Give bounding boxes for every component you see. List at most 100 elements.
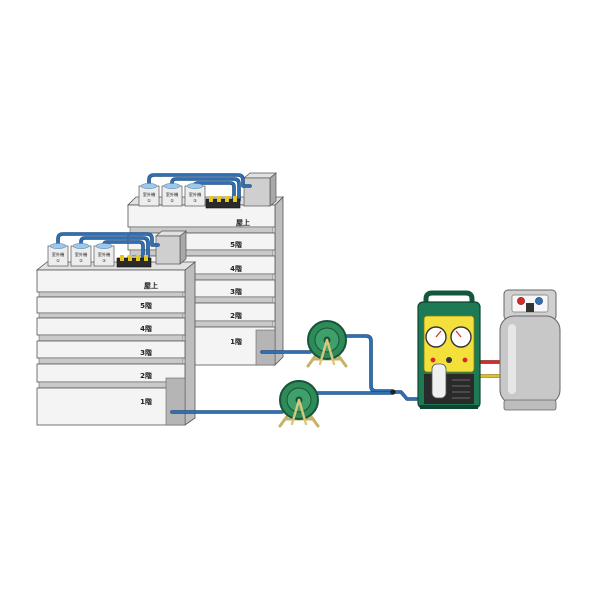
fan-icon <box>186 183 204 189</box>
knob-icon <box>462 357 468 363</box>
knob-icon <box>430 357 436 363</box>
unit-label: 室外機 <box>189 191 202 198</box>
refrigerant-cylinder-icon <box>499 289 561 411</box>
front-manifold <box>116 255 152 268</box>
refrigerant-pipe <box>56 232 160 248</box>
front-floor-2 <box>36 363 186 383</box>
floor-label: 2階 <box>140 371 152 380</box>
front-outdoor-unit-2: 室外機 ② <box>70 243 92 267</box>
joint-valve-icon <box>390 389 396 395</box>
floor-label: 5階 <box>140 301 152 310</box>
floor-label: 屋上 <box>144 281 158 290</box>
fan-icon <box>163 183 181 189</box>
valve <box>233 196 237 202</box>
floor-label: 4階 <box>230 264 242 273</box>
machine-base <box>420 405 478 409</box>
floor-label: 4階 <box>140 324 152 333</box>
refrigerant-pipe <box>79 236 150 261</box>
reel-legs <box>318 338 336 366</box>
front-floor-3 <box>36 340 186 359</box>
unit-label: 室外機 <box>143 191 156 198</box>
machine-inlet-hose <box>390 390 422 401</box>
floor-recess <box>38 334 184 342</box>
front-ground-opening <box>165 377 186 426</box>
knob-icon <box>446 357 452 363</box>
floor-label: 2階 <box>230 311 242 320</box>
back-ground-opening <box>255 329 276 366</box>
back-indoor-box <box>243 172 277 207</box>
cylinder-foot-ring <box>503 399 557 411</box>
unit-label: 室外機 <box>75 251 88 258</box>
manifold-bar <box>205 198 241 209</box>
refrigerant-pipe <box>170 177 241 202</box>
back-outdoor-unit-3: 室外機 ③ <box>184 183 206 207</box>
floor-label: 屋上 <box>236 218 250 227</box>
valve <box>128 255 132 261</box>
unit-number: ③ <box>102 258 106 263</box>
machine-lower-section <box>424 374 474 404</box>
back-outdoor-unit-1: 室外機 ① <box>138 183 160 207</box>
floor-recess <box>38 291 184 298</box>
unit-number: ① <box>56 258 60 263</box>
unit-label: 室外機 <box>52 251 65 258</box>
valve <box>144 255 148 261</box>
valve <box>136 255 140 261</box>
floor-label: 3階 <box>230 287 242 296</box>
floor-label: 3階 <box>140 348 152 357</box>
valve-knob-icon <box>535 297 543 305</box>
cylinder-highlight <box>508 324 516 394</box>
front-building: 屋上 5階 4階 3階 2階 1階 室外機 ① <box>35 230 197 426</box>
recovery-machine-icon <box>417 290 481 409</box>
unit-label: 室外機 <box>98 251 111 258</box>
box-front <box>155 235 181 265</box>
floor-recess <box>38 381 184 389</box>
hose-reel-1 <box>306 320 348 368</box>
hose-reel-2 <box>278 380 320 428</box>
reel-1-output-hose <box>344 334 394 393</box>
front-outdoor-unit-1: 室外機 ① <box>47 243 69 267</box>
valve <box>209 196 213 202</box>
front-indoor-box <box>155 230 187 265</box>
valve-body <box>526 303 534 312</box>
refrigerant-pipe <box>147 173 252 188</box>
back-manifold <box>205 196 241 209</box>
front-floor-1 <box>36 387 186 426</box>
fan-icon <box>49 243 67 249</box>
unit-number: ③ <box>193 198 197 203</box>
box-front <box>243 177 271 207</box>
front-building-side <box>184 261 196 426</box>
fan-icon <box>140 183 158 189</box>
valve <box>120 255 124 261</box>
gauge-needle <box>435 330 442 338</box>
fan-icon <box>95 243 113 249</box>
floor-recess <box>38 312 184 319</box>
reel-legs <box>290 398 308 426</box>
front-floor-5 <box>36 296 186 314</box>
valve <box>225 196 229 202</box>
box-top <box>243 172 277 179</box>
box-side <box>269 172 277 207</box>
unit-number: ② <box>170 198 174 203</box>
box-side <box>179 230 187 265</box>
unit-number: ① <box>147 198 151 203</box>
floor-recess <box>129 226 274 234</box>
unit-number: ② <box>79 258 83 263</box>
floor-label: 1階 <box>140 397 152 406</box>
fan-icon <box>72 243 90 249</box>
front-floor-rooftop <box>36 269 186 293</box>
filter-cylinder-icon <box>431 363 447 399</box>
floor-label: 1階 <box>230 337 242 346</box>
back-outdoor-unit-2: 室外機 ② <box>161 183 183 207</box>
valve <box>217 196 221 202</box>
unit-label: 室外機 <box>166 191 179 198</box>
back-floor-rooftop <box>127 204 276 228</box>
front-floor-4 <box>36 317 186 336</box>
front-outdoor-unit-3: 室外機 ③ <box>93 243 115 267</box>
valve-knob-icon <box>517 297 525 305</box>
back-building-side <box>274 196 284 366</box>
gauge-needle <box>455 330 462 338</box>
manifold-bar <box>116 257 152 268</box>
floor-label: 5階 <box>230 240 242 249</box>
machine-handle <box>423 290 475 306</box>
